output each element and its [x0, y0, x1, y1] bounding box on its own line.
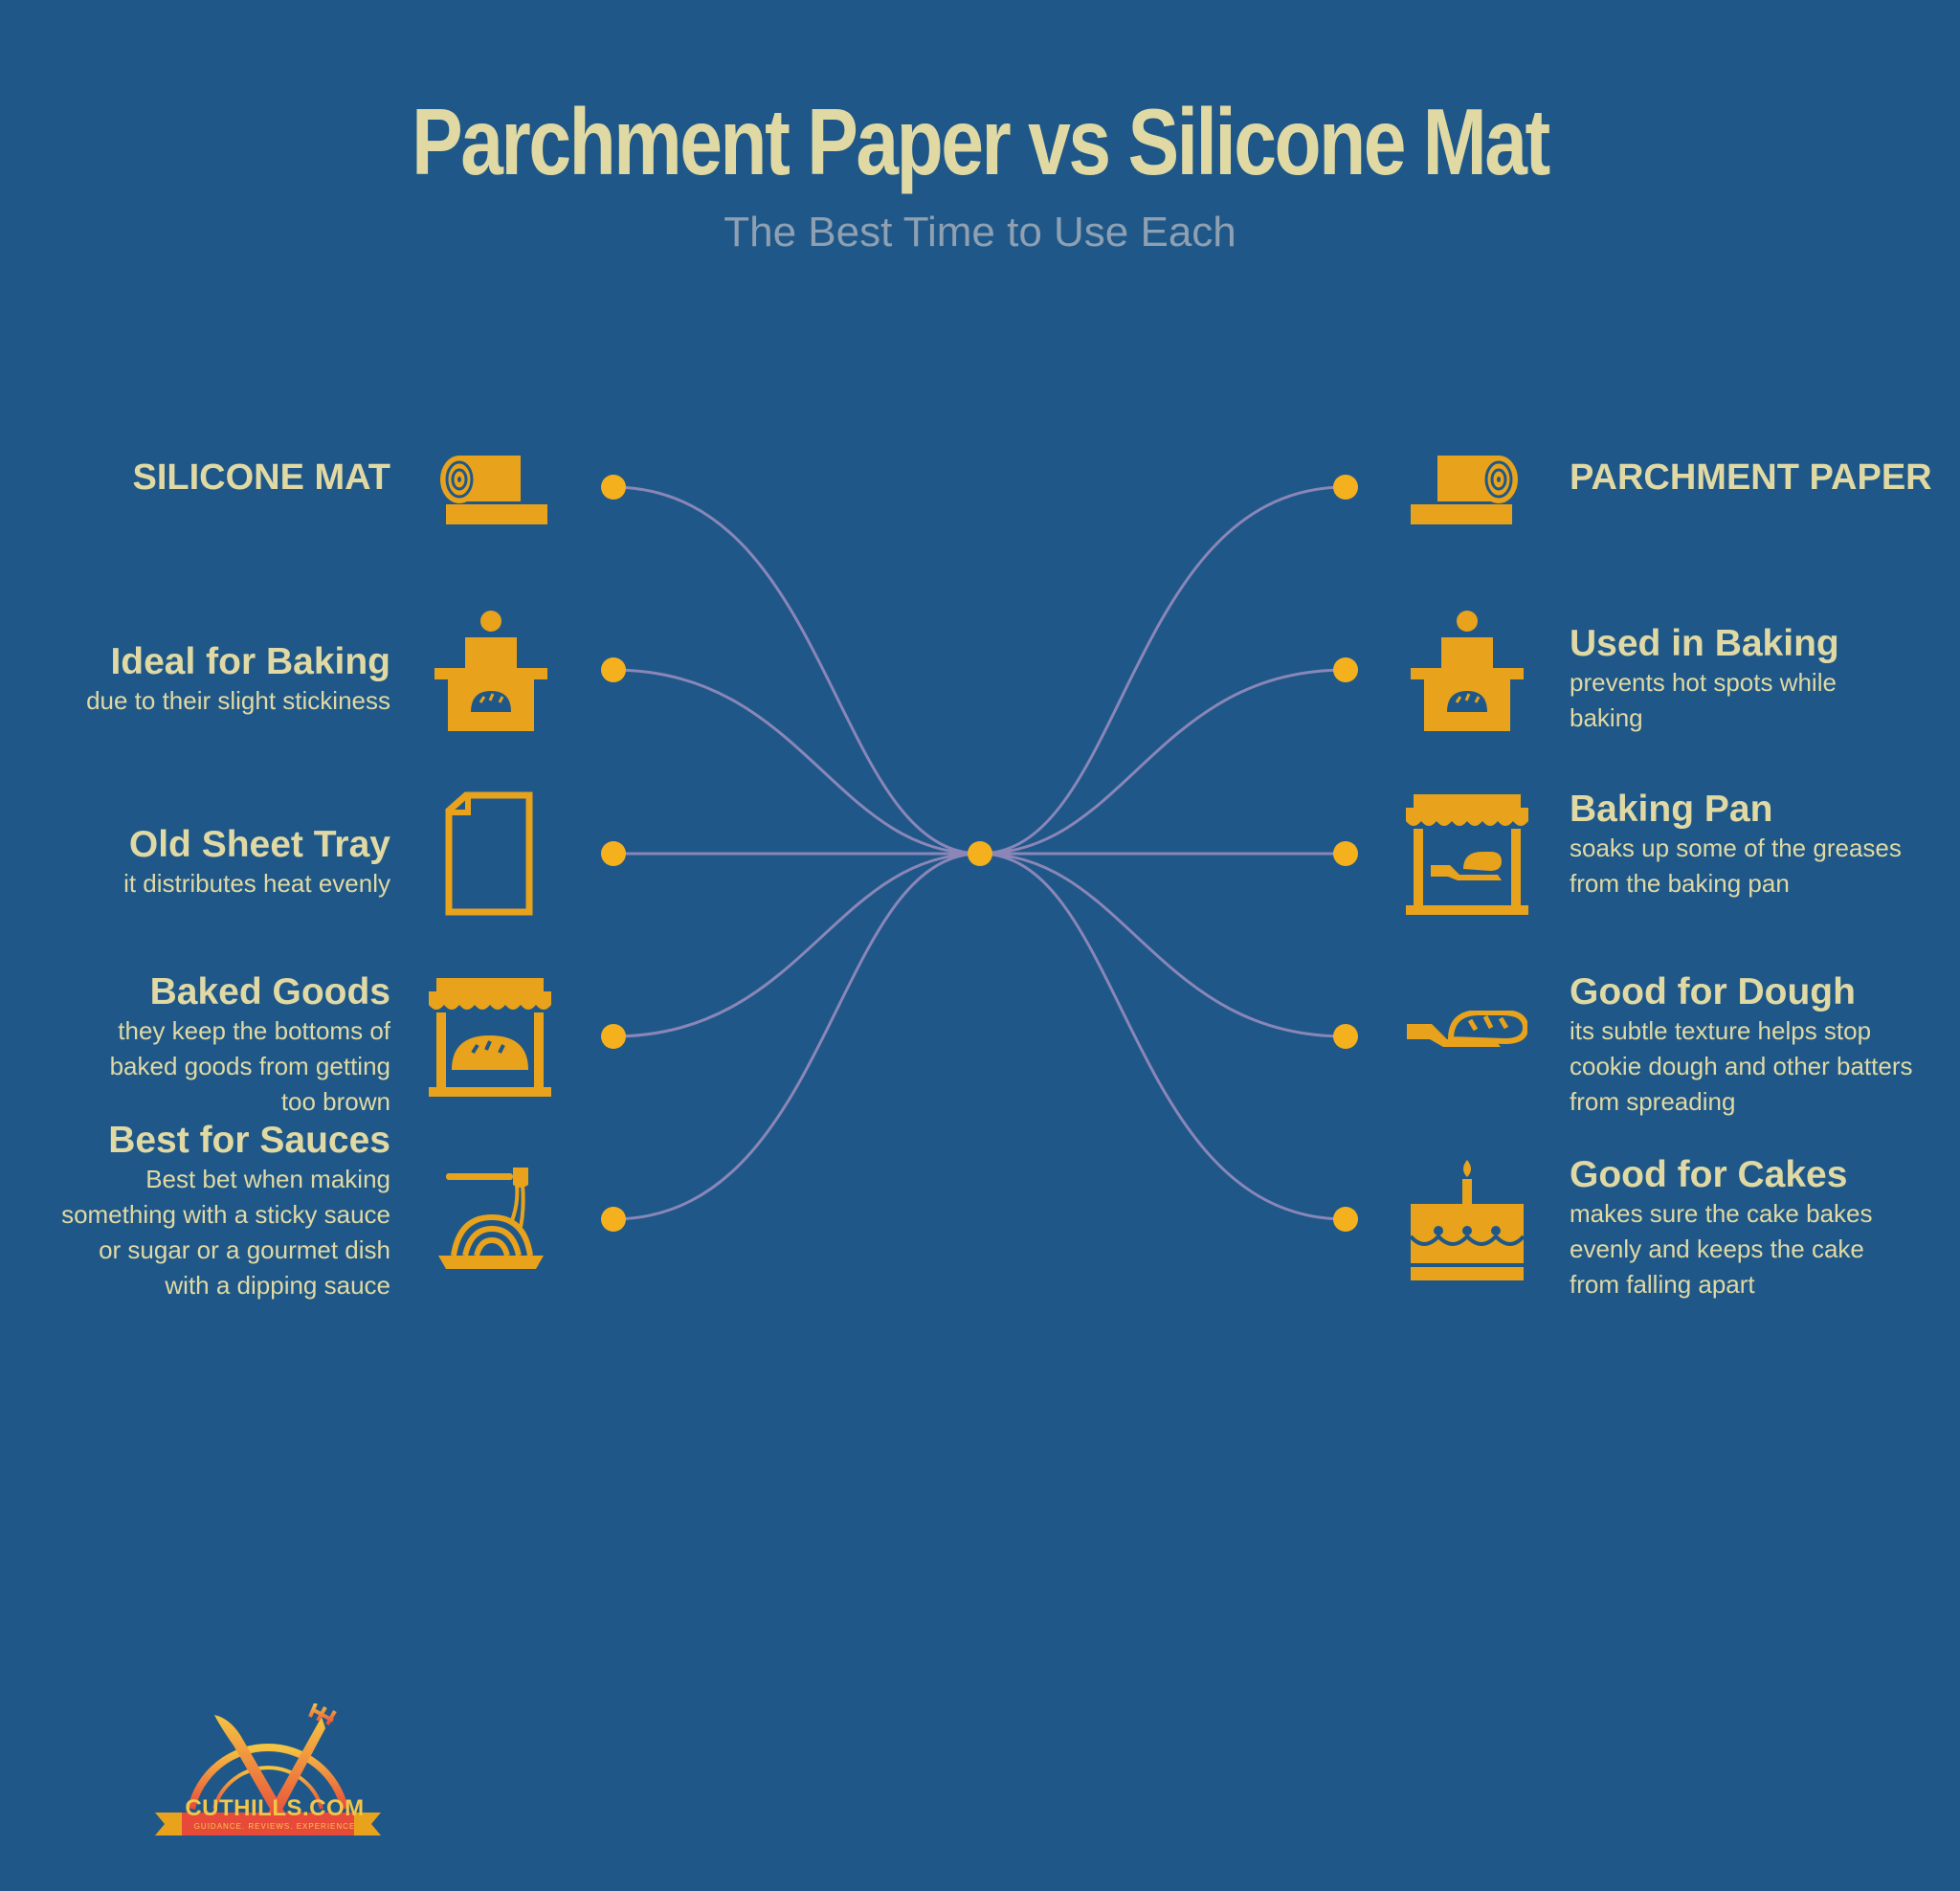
logo-name: CUTHILLS.COM: [185, 1795, 365, 1821]
right-item-desc: its subtle texture helps stop cookie dou…: [1570, 1016, 1913, 1116]
connector-left-2: [612, 668, 981, 856]
left-item-title: Old Sheet Tray: [128, 824, 390, 865]
paper-roll-icon: [433, 452, 549, 524]
left-item-title: Ideal for Baking: [110, 641, 390, 682]
paper-roll-icon: [1409, 452, 1526, 524]
right-item-desc: soaks up some of the greases from the ba…: [1570, 834, 1902, 898]
bread-hand-icon: [1407, 1011, 1527, 1060]
connector-right-5: [979, 852, 1347, 1221]
cake-icon: [1409, 1158, 1526, 1280]
node-left-1: [601, 475, 626, 500]
baker-counter-icon: [434, 609, 547, 731]
node-right-1: [1333, 475, 1358, 500]
spaghetti-icon: [436, 1168, 546, 1273]
left-item-2: Old Sheet Tray it distributes heat evenl…: [27, 824, 390, 901]
node-right-5: [1333, 1207, 1358, 1232]
connector-left-5: [612, 852, 981, 1221]
node-right-2: [1333, 657, 1358, 682]
bread-shop-icon: [1406, 792, 1528, 915]
left-item-1: Ideal for Baking due to their slight sti…: [27, 641, 390, 719]
center-node: [968, 841, 992, 866]
left-item-desc: Best bet when making something with a st…: [61, 1165, 390, 1300]
left-item-title: Baked Goods: [149, 971, 390, 1012]
baker-counter-icon: [1411, 609, 1524, 731]
left-item-desc: it distributes heat evenly: [123, 869, 390, 898]
right-item-title: Good for Dough: [1570, 971, 1856, 1012]
sheet-icon: [443, 791, 535, 916]
left-item-3: Baked Goods they keep the bottoms of bak…: [75, 971, 390, 1120]
left-item-4: Best for Sauces Best bet when making som…: [56, 1120, 390, 1303]
left-header: SILICONE MAT: [132, 457, 390, 498]
right-item-1: Used in Baking prevents hot spots while …: [1570, 623, 1914, 736]
crossed-knife-fork-icon: [144, 1703, 392, 1837]
connector-right-2: [979, 668, 1347, 856]
logo-tagline: GUIDANCE. REVIEWS. EXPERIENCE: [193, 1822, 356, 1831]
right-item-title: Used in Baking: [1570, 623, 1839, 664]
right-item-desc: prevents hot spots while baking: [1570, 668, 1837, 732]
node-right-4: [1333, 1024, 1358, 1049]
right-item-4: Good for Cakes makes sure the cake bakes…: [1570, 1154, 1914, 1302]
connector-right-1: [979, 485, 1347, 856]
right-item-title: Baking Pan: [1570, 789, 1773, 830]
right-item-title: Good for Cakes: [1570, 1154, 1848, 1195]
connector-left-1: [612, 485, 981, 856]
node-left-4: [601, 1024, 626, 1049]
bakery-stall-icon: [429, 976, 551, 1097]
right-item-3: Good for Dough its subtle texture helps …: [1570, 971, 1914, 1120]
node-left-2: [601, 657, 626, 682]
connector-right-4: [979, 852, 1347, 1038]
left-item-desc: they keep the bottoms of baked goods fro…: [109, 1016, 390, 1116]
node-right-3: [1333, 841, 1358, 866]
connector-left-4: [612, 852, 981, 1038]
page-subtitle: The Best Time to Use Each: [724, 209, 1236, 256]
node-left-5: [601, 1207, 626, 1232]
right-header: PARCHMENT PAPER: [1570, 457, 1932, 498]
page-title: Parchment Paper vs Silicone Mat: [412, 89, 1550, 194]
right-item-desc: makes sure the cake bakes evenly and kee…: [1570, 1199, 1873, 1299]
left-item-title: Best for Sauces: [108, 1120, 390, 1161]
left-item-desc: due to their slight stickiness: [86, 686, 390, 715]
node-left-3: [601, 841, 626, 866]
right-item-2: Baking Pan soaks up some of the greases …: [1570, 789, 1914, 901]
